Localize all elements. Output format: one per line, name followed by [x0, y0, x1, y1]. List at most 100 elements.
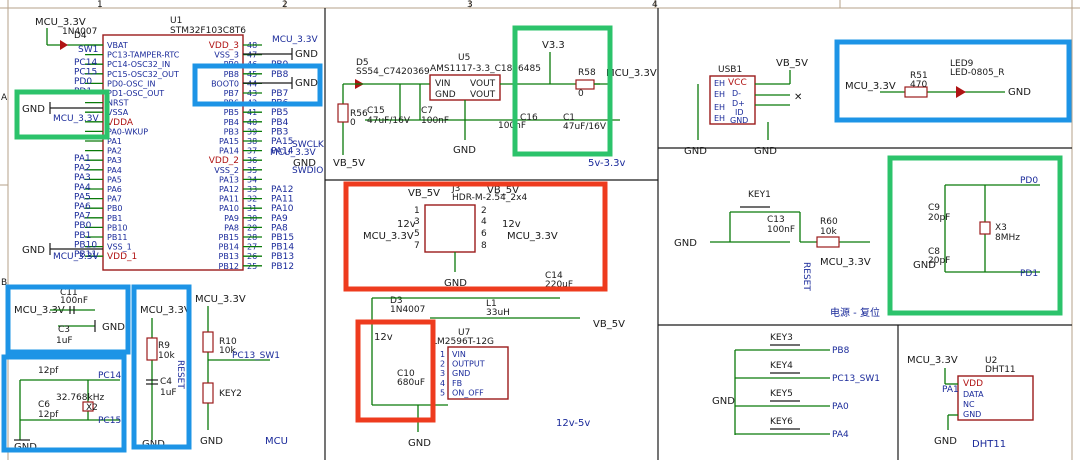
mcu-left-pin: PC14-OSC32_IN — [107, 60, 170, 69]
mcu-right-pin: PA11 — [219, 195, 239, 204]
mcu-left-net: PC15 — [74, 68, 97, 78]
mcu-right-pin: PA13 — [219, 175, 239, 184]
reset-label: 电源 - 复位 — [830, 306, 880, 319]
mcu-left-pin: PB11 — [107, 233, 128, 242]
net-mcu33-vdd3: MCU_3.3V — [272, 35, 318, 45]
mcu-left-net: PA1 — [74, 154, 91, 164]
c7-reg-val: 100nF — [421, 116, 449, 126]
dht-pin-vdd: VDD — [963, 379, 983, 389]
c11-val: 100nF — [60, 296, 88, 306]
usb-connector[interactable] — [709, 75, 756, 125]
net-mcu33-j3-right: MCU_3.3V — [507, 231, 558, 242]
swclk-net: SWCLK — [292, 140, 325, 150]
r56-ref: R56 — [350, 109, 368, 119]
reg33-label: 5v-3.3v — [588, 158, 626, 169]
gnd-buck: GND — [408, 438, 431, 449]
j3-pin7: 7 — [414, 241, 420, 251]
reset-section: KEY1 C13 100nF GND R60 10k RESET MCU_3.3… — [674, 190, 880, 319]
net-vb5-j3-left: VB_5V — [408, 188, 440, 199]
u5-pin-vin: VIN — [435, 79, 451, 89]
mcu-right-pin: PB5 — [224, 108, 239, 117]
mcu-left-pin: VDD_1 — [107, 252, 137, 262]
mcu-right-net-labels: PB9PB8PB7PB6PB5PB4PB3PA15PA14PA12PA11PA1… — [271, 60, 294, 272]
mcu-right-net: PB7 — [271, 89, 288, 99]
gnd-boot0: GND — [295, 78, 318, 89]
usb-nc-mark: ✕ — [794, 92, 802, 103]
r9-resistor — [146, 337, 158, 361]
key2-ref: KEY2 — [219, 389, 242, 399]
key-ref: KEY6 — [770, 417, 793, 427]
led-section: MCU_3.3V R51 470 LED9 LED-0805_R GND — [845, 59, 1031, 98]
mcu-left-pin: NRST — [107, 99, 129, 108]
mcu-right-net: PB4 — [271, 118, 289, 128]
col-label: 2 — [282, 0, 288, 10]
net-mcu33-rst: MCU_3.3V — [140, 305, 191, 316]
u7-pin-num: 1 — [440, 350, 445, 359]
reset-net: RESET — [801, 262, 811, 291]
r60-ref: R60 — [820, 217, 838, 227]
rtc-c7-val: 12pf — [38, 366, 59, 376]
gnd-keys: GND — [712, 396, 735, 407]
mcu-left-pin: PD1-OSC_OUT — [107, 89, 164, 98]
xtal-net-bot: PD1 — [1020, 269, 1038, 279]
highlight-power-cap — [5, 284, 131, 355]
xtal-section: C9 20pF C8 20pF X3 8MHz PD0 PD1 GND — [913, 176, 1040, 279]
c8-ref: C8 — [928, 247, 940, 257]
j3-part: HDR-M-2.54_2x4 — [452, 193, 527, 203]
mcu-right-pin: PA12 — [219, 185, 239, 194]
net-mcu33-reg: MCU_3.3V — [606, 68, 657, 79]
mcu-right-pin: VSS_3 — [214, 51, 239, 60]
net-mcu33-j3-left: MCU_3.3V — [363, 231, 414, 242]
mcu-left-net: PA7 — [74, 212, 91, 222]
mcu-left-net: PA5 — [74, 192, 91, 202]
u5-regulator[interactable] — [429, 74, 501, 101]
r51-resistor — [904, 86, 928, 98]
reset-rc-block: MCU_3.3V R9 10k RESET C4 1uF GND — [140, 305, 191, 450]
led9-part: LED-0805_R — [950, 68, 1005, 78]
mcu-right-pin: PB8 — [224, 70, 239, 79]
gnd-xtal: GND — [913, 260, 936, 271]
u7-pin-num: 2 — [440, 360, 445, 369]
u7-ref: U7 — [458, 328, 470, 338]
r9-ref: R9 — [158, 341, 170, 351]
c9-val: 20pF — [928, 213, 950, 223]
mcu-left-pin: PB1 — [107, 214, 122, 223]
u5-ref: U5 — [458, 53, 470, 63]
mcu-left-pin: PC13-TAMPER-RTC — [107, 51, 180, 60]
x2-ref: X2 — [86, 403, 98, 413]
d3-part: 1N4007 — [390, 305, 425, 315]
x3-val: 8MHz — [995, 233, 1020, 243]
d4-part: 1N4007 — [62, 27, 97, 37]
usb-vcc: VCC — [728, 78, 747, 88]
mcu-left-pin: PA7 — [107, 195, 122, 204]
r51-val: 470 — [910, 80, 927, 90]
mcu-right-pin: PB13 — [219, 252, 240, 261]
mcu-right-net: PA9 — [271, 214, 288, 224]
mcu-chip[interactable] — [102, 34, 244, 271]
c14-ref: C14 — [545, 271, 563, 281]
mcu-part: STM32F103C8T6 — [170, 26, 246, 36]
r10-ref: R10 — [219, 337, 237, 347]
u7-part: LM2596T-12G — [432, 337, 494, 347]
key2-switch[interactable] — [202, 382, 214, 404]
mcu-left-net: PB0 — [74, 221, 92, 231]
mcu-left-net: PB1 — [74, 231, 91, 241]
j3-header[interactable] — [424, 204, 476, 253]
key-net: PA4 — [832, 430, 849, 440]
power-cap-block: MCU_3.3V C11 100nF C3 1uF GND — [14, 288, 125, 346]
mcu-right-net: PB15 — [271, 233, 294, 243]
dht-pin-gnd: GND — [963, 410, 981, 419]
gnd-c3: GND — [102, 322, 125, 333]
dht11-sensor[interactable] — [957, 375, 1034, 421]
mcu-right-pin: PB7 — [224, 89, 239, 98]
led9-symbol — [956, 86, 966, 98]
mcu-left-pin: PA5 — [107, 175, 122, 184]
buck-label: 12v-5v — [556, 418, 590, 429]
u7-buck-regulator[interactable] — [447, 346, 509, 400]
x3-ref: X3 — [995, 223, 1007, 233]
mcu-right-net: PA14 — [271, 147, 294, 157]
mcu-right-net: PA12 — [271, 185, 293, 195]
d5-ref: D5 — [356, 58, 369, 68]
